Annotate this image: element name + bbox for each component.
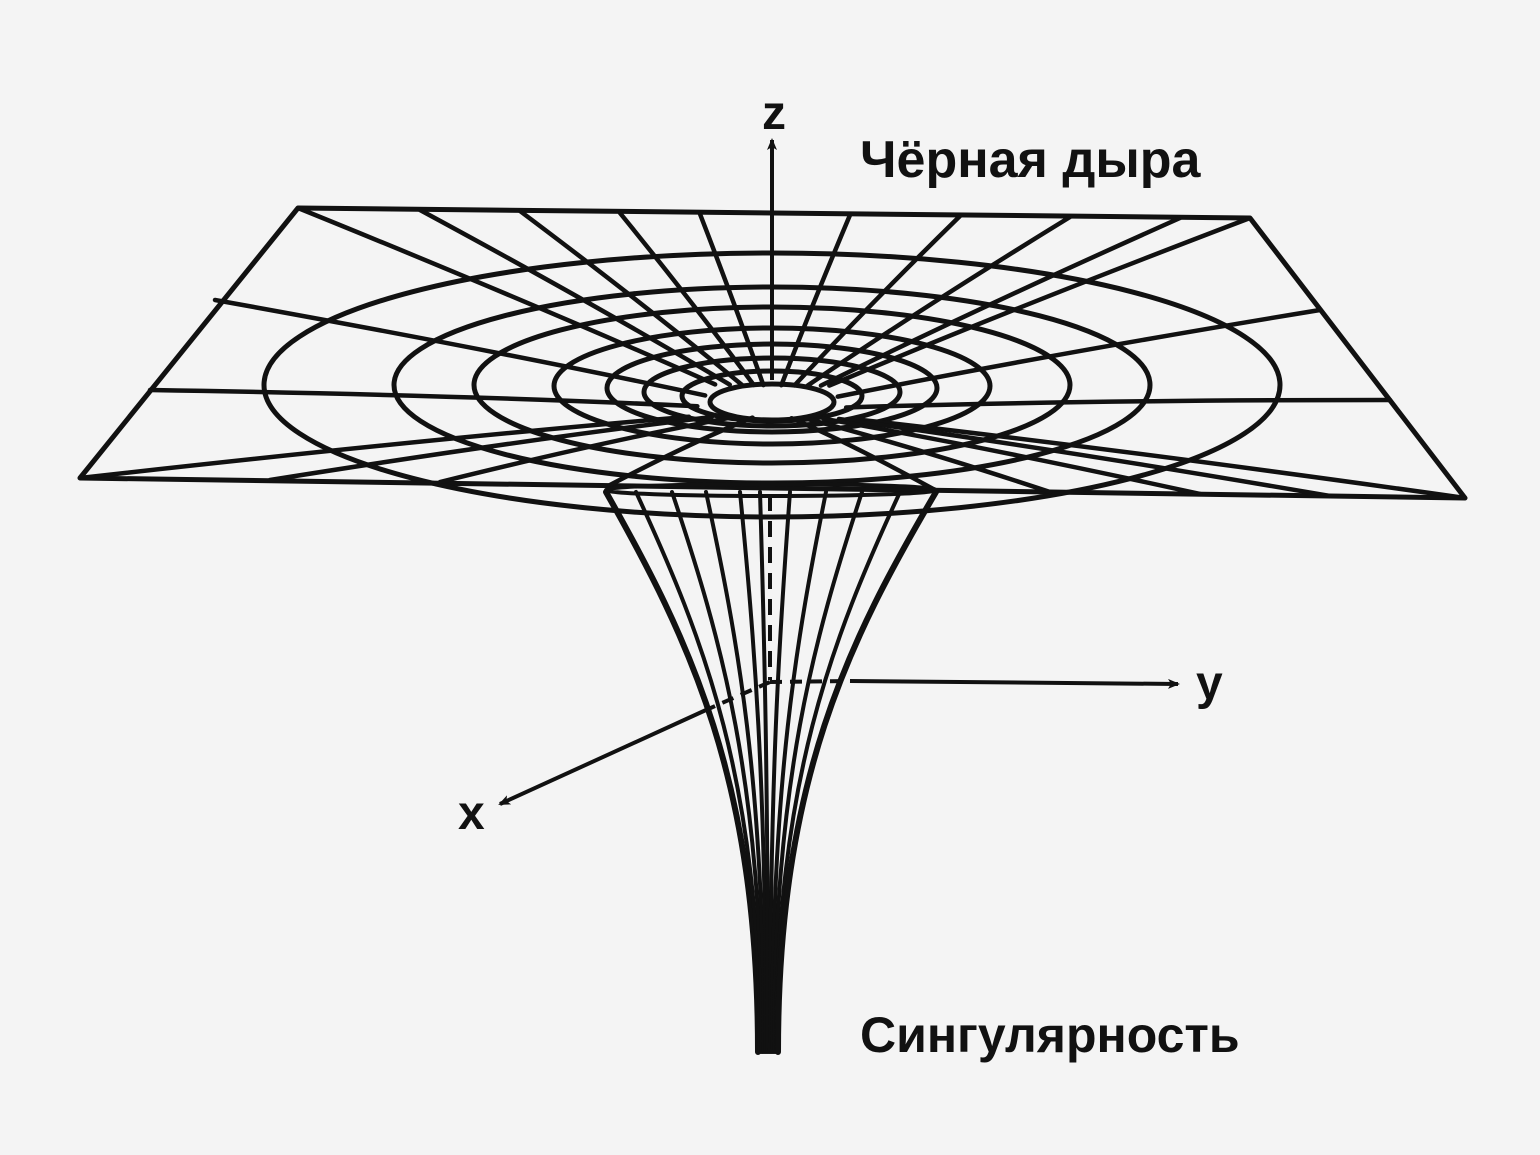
y-axis-label: y xyxy=(1196,657,1223,710)
radial-line xyxy=(818,215,1183,388)
singularity-label: Сингулярность xyxy=(860,1007,1240,1063)
radial-line xyxy=(617,210,757,388)
radial-line xyxy=(821,416,1203,497)
funnel-line xyxy=(603,489,761,1055)
funnel-line xyxy=(772,490,864,1054)
radial-line xyxy=(792,213,963,388)
radial-line xyxy=(836,416,1333,499)
funnel-line xyxy=(738,490,768,1054)
funnel-line xyxy=(634,490,762,1054)
radial-line xyxy=(212,297,708,398)
radial-line xyxy=(835,307,1323,399)
radial-line xyxy=(147,387,700,409)
black-hole-title: Чёрная дыра xyxy=(860,131,1201,189)
x-axis-label: x xyxy=(458,787,485,840)
z-axis-label: z xyxy=(762,87,786,140)
radial-line xyxy=(779,212,853,388)
radial-line xyxy=(852,416,1468,501)
funnel-line xyxy=(670,490,764,1054)
funnel-line xyxy=(775,489,939,1055)
funnel-line xyxy=(768,490,792,1054)
coordinate-axes xyxy=(498,138,1180,806)
y-axis xyxy=(849,678,1180,689)
x-axis-hidden-part xyxy=(705,680,771,712)
radial-line xyxy=(267,414,715,483)
ring-8 xyxy=(707,381,837,423)
funnel-line xyxy=(758,490,770,1054)
funnel-line xyxy=(770,490,828,1054)
radial-line xyxy=(805,214,1073,388)
radial-line xyxy=(827,215,1253,388)
funnel-throat xyxy=(603,482,939,1055)
x-axis xyxy=(498,708,707,806)
radial-line xyxy=(607,415,755,488)
radial-line xyxy=(843,397,1393,410)
radial-line xyxy=(295,205,718,387)
radial-grid-lines xyxy=(77,205,1468,501)
funnel-line xyxy=(774,490,902,1054)
radial-line xyxy=(77,414,692,481)
radial-line xyxy=(789,415,938,493)
radial-line xyxy=(697,211,766,388)
y-axis-hidden-part xyxy=(769,679,851,684)
radial-line xyxy=(517,208,745,388)
funnel-line xyxy=(704,490,766,1054)
radial-line xyxy=(417,207,733,387)
radial-line xyxy=(437,415,735,485)
radial-line xyxy=(803,416,1053,495)
